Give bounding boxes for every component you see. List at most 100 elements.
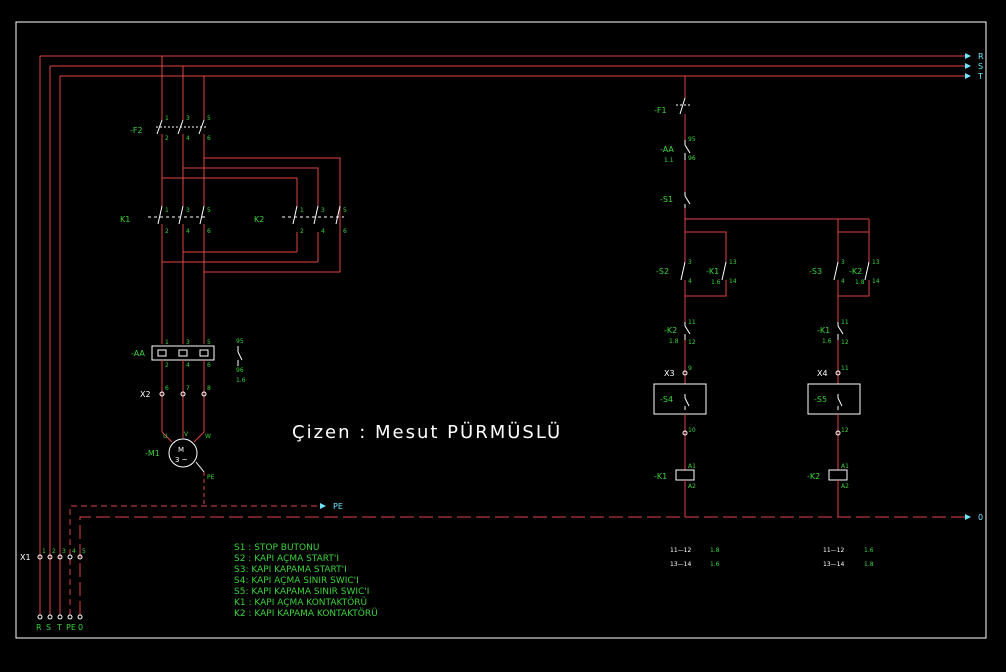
svg-text:A2: A2 [841, 483, 849, 490]
x1-bottom-zero: 0 [78, 623, 83, 632]
arrow-t-icon [965, 73, 971, 79]
legend-item: K2 : KAPI KAPAMA KONTAKTÖRÜ [234, 608, 378, 619]
k2-coil-label: -K2 [807, 472, 820, 481]
x3-label: X3 [664, 369, 675, 378]
legend-item: S2 : KAPI AÇMA START'I [234, 554, 339, 564]
svg-text:1: 1 [165, 115, 169, 122]
svg-text:1: 1 [165, 207, 169, 214]
stop-button-s1: -S1 [660, 192, 691, 208]
svg-text:5: 5 [207, 339, 211, 346]
f1-label: -F1 [654, 106, 667, 115]
svg-text:1.8: 1.8 [855, 279, 865, 286]
limit-switch-s4-box [653, 383, 707, 415]
fuse-f1: -F1 [654, 97, 690, 115]
power-circuit: -F2 1 3 5 2 4 6 K1 1 3 5 2 [120, 56, 347, 506]
svg-text:A2: A2 [688, 483, 696, 490]
aa-power-label: -AA [131, 349, 145, 358]
cross-reference-k2: 11—12 1.6 13—14 1.8 [823, 547, 874, 568]
svg-text:11: 11 [841, 365, 849, 372]
svg-text:3: 3 [321, 207, 325, 214]
svg-text:M: M [178, 446, 184, 454]
svg-text:1: 1 [165, 339, 169, 346]
f2-label: -F2 [130, 126, 143, 135]
svg-text:12: 12 [841, 339, 849, 346]
svg-text:9: 9 [688, 365, 692, 372]
svg-text:4: 4 [72, 548, 76, 555]
svg-text:6: 6 [207, 362, 211, 369]
k1-coil [675, 469, 695, 481]
legend-item: S4: KAPI AÇMA SINIR SWIC'I [234, 576, 359, 586]
overload-contact-aa: -AA 95 96 1.1 [660, 136, 696, 164]
fuse-f2: -F2 1 3 5 2 4 6 [130, 115, 211, 142]
svg-text:95: 95 [688, 136, 696, 143]
arrow-zero-icon [965, 514, 971, 520]
svg-text:13—14: 13—14 [823, 561, 844, 568]
k1-holding-contact [721, 261, 727, 281]
legend-item: S1 : STOP BUTONU [234, 543, 319, 553]
svg-text:1.8: 1.8 [669, 338, 679, 345]
drawing-author-title: Çizen : Mesut PÜRMÜSLÜ [292, 421, 562, 443]
svg-text:3: 3 [186, 207, 190, 214]
svg-text:1: 1 [300, 207, 304, 214]
x1-bottom-pe: PE [66, 623, 76, 632]
arrow-s-icon [965, 63, 971, 69]
contactor-k1: K1 1 3 5 2 4 6 [120, 205, 211, 235]
svg-text:1.6: 1.6 [864, 547, 874, 554]
pe-label: PE [333, 502, 343, 511]
svg-text:2: 2 [165, 135, 169, 142]
svg-text:4: 4 [186, 362, 190, 369]
s3-label: -S3 [809, 267, 822, 276]
k2-interlock-label: -K2 [664, 326, 677, 335]
svg-text:95: 95 [236, 338, 244, 345]
s2-contact [680, 261, 686, 281]
svg-text:5: 5 [207, 207, 211, 214]
legend: S1 : STOP BUTONU S2 : KAPI AÇMA START'I … [234, 543, 378, 619]
svg-text:2: 2 [52, 548, 56, 555]
k2-power-label: K2 [254, 215, 264, 224]
k2-holding-label: -K2 [849, 267, 862, 276]
contactor-k2: K2 1 3 5 2 4 6 [254, 205, 347, 235]
svg-text:1.6: 1.6 [710, 561, 720, 568]
svg-text:6: 6 [207, 228, 211, 235]
svg-text:4: 4 [186, 135, 190, 142]
svg-text:6: 6 [207, 135, 211, 142]
svg-text:3: 3 [688, 259, 692, 266]
svg-text:13: 13 [729, 259, 737, 266]
svg-text:96: 96 [236, 367, 244, 374]
k1-interlock-label: -K1 [817, 326, 830, 335]
svg-text:3: 3 [841, 259, 845, 266]
s3-contact [833, 261, 839, 281]
branch-k2: -S3 3 4 -K2 13 14 1.8 -K1 11 12 1.6 X4 1… [807, 219, 880, 517]
terminal-x1: X1 1 2 3 4 5 R S T PE 0 [20, 548, 86, 632]
svg-text:1.8: 1.8 [710, 547, 720, 554]
svg-text:5: 5 [343, 207, 347, 214]
phase-busbars: R S T [39, 52, 984, 615]
svg-text:1: 1 [42, 548, 46, 555]
arrow-r-icon [965, 53, 971, 59]
svg-text:4: 4 [688, 278, 692, 285]
drawing-frame [15, 21, 987, 639]
svg-text:5: 5 [207, 115, 211, 122]
svg-text:4: 4 [186, 228, 190, 235]
legend-item: S5: KAPI KAPAMA SINIR SWIC'I [234, 587, 369, 597]
limit-switch-s5-box [807, 383, 861, 415]
svg-text:11—12: 11—12 [670, 547, 691, 554]
svg-text:6: 6 [343, 228, 347, 235]
phase-label-r: R [978, 52, 984, 61]
svg-text:11: 11 [688, 319, 696, 326]
svg-text:4: 4 [321, 228, 325, 235]
svg-text:11: 11 [841, 319, 849, 326]
motor-m1: -M1 M 3 ~ U V W PE [145, 431, 215, 506]
svg-text:14: 14 [729, 278, 737, 285]
svg-text:11—12: 11—12 [823, 547, 844, 554]
legend-item: K1 : KAPI AÇMA KONTAKTÖRÜ [234, 597, 367, 608]
phase-label-t: T [977, 72, 983, 81]
svg-text:7: 7 [186, 385, 190, 392]
svg-text:3: 3 [186, 115, 190, 122]
x1-bottom-s: S [46, 623, 51, 632]
svg-text:U: U [163, 433, 167, 440]
aa-control-label: -AA [660, 145, 674, 154]
svg-text:8: 8 [207, 385, 211, 392]
